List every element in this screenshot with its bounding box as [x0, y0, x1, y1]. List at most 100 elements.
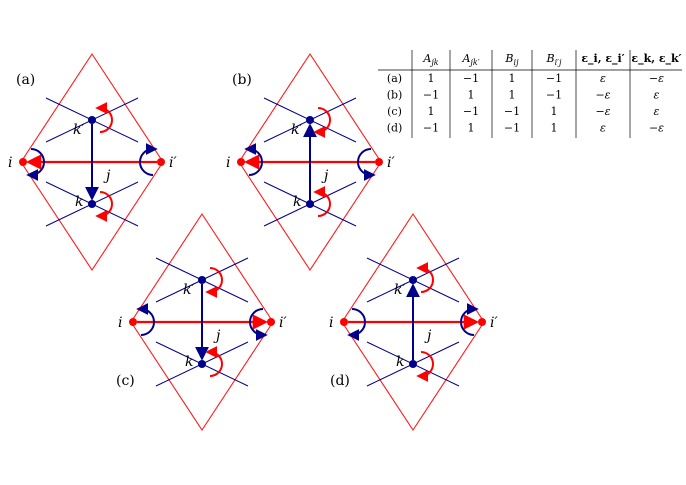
- blue-arc-i-prime: [460, 303, 479, 336]
- label-j: j: [424, 328, 432, 344]
- label-i-prime: i′: [169, 155, 177, 171]
- node-k: [198, 360, 206, 368]
- label-k: k: [293, 194, 301, 210]
- label-k-prime: k′: [73, 122, 85, 138]
- panel-a: i i′ j k′ k (a): [8, 52, 177, 272]
- table-cell: 1: [428, 105, 435, 118]
- table-header: Bij: [504, 52, 519, 67]
- node-i: [129, 318, 137, 326]
- red-arc-k: [313, 186, 331, 217]
- node-k: [306, 200, 314, 208]
- table-cell: −1: [423, 89, 439, 102]
- coefficient-table: Ajk Ajk′ Bij Bi′j ε_i, ε_i′ ε_k, ε_k′ (a) 1 −1 1 −…: [378, 50, 682, 138]
- panel-label: (d): [330, 373, 350, 389]
- blue-arc-i: [347, 308, 366, 341]
- node-i: [340, 318, 348, 326]
- table-cell: −1: [546, 72, 562, 85]
- table-header: Ajk: [422, 52, 438, 67]
- blue-arc-i-prime: [249, 308, 268, 341]
- label-k-prime: k′: [291, 122, 303, 138]
- blue-arc-i: [244, 143, 263, 176]
- panel-b: i i′ j k′ k (b): [226, 52, 395, 272]
- table-header: ε_i, ε_i′: [581, 52, 624, 66]
- red-arc-k: [205, 346, 223, 377]
- table-cell: 1: [509, 72, 516, 85]
- diamond-outline: [20, 52, 164, 272]
- node-i-prime: [375, 158, 383, 166]
- label-k: k: [75, 194, 83, 210]
- table-cell: 1: [509, 89, 516, 102]
- panel-label: (a): [16, 72, 35, 88]
- node-i: [19, 158, 27, 166]
- label-i: i: [329, 315, 333, 331]
- panel-c: i i′ j k′ k (c): [116, 212, 287, 432]
- node-k-prime: [306, 116, 314, 124]
- diamond-outline: [238, 52, 382, 272]
- table-cell: −1: [504, 122, 520, 135]
- table-cell: 1: [428, 72, 435, 85]
- label-j: j: [213, 328, 221, 344]
- label-i-prime: i′: [279, 315, 287, 331]
- table-cell: −ε: [649, 122, 664, 135]
- blue-arc-i: [26, 148, 45, 181]
- table-cell: −1: [463, 105, 479, 118]
- diamond-outline: [130, 212, 274, 432]
- label-k: k: [396, 354, 404, 370]
- label-i-prime: i′: [387, 155, 395, 171]
- table-cell: ε: [600, 72, 606, 85]
- table-row-label: (c): [387, 105, 402, 118]
- table-cell: 1: [551, 122, 558, 135]
- node-i-prime: [157, 158, 165, 166]
- table-cell: 1: [468, 89, 475, 102]
- label-k-prime: k′: [394, 282, 406, 298]
- table-cell: −1: [423, 122, 439, 135]
- node-k-prime: [198, 276, 206, 284]
- table-cell: ε: [600, 122, 606, 135]
- red-arc-k-prime: [313, 107, 331, 138]
- label-i: i: [226, 155, 230, 171]
- table-row-label: (a): [387, 72, 402, 85]
- label-i: i: [118, 315, 122, 331]
- node-k-prime: [88, 116, 96, 124]
- table-cell: −1: [463, 72, 479, 85]
- label-j: j: [321, 168, 329, 184]
- table-cell: −ε: [595, 105, 610, 118]
- table-cell: −ε: [649, 72, 664, 85]
- node-k-prime: [409, 276, 417, 284]
- panel-label: (c): [116, 373, 135, 389]
- node-i-prime: [478, 318, 486, 326]
- table-cell: −1: [546, 89, 562, 102]
- label-i-prime: i′: [490, 315, 498, 331]
- node-i: [237, 158, 245, 166]
- table-cell: 1: [468, 122, 475, 135]
- red-arc-k: [416, 351, 434, 382]
- red-arc-k-prime: [205, 267, 223, 298]
- table-header: Bi′j: [546, 52, 562, 67]
- label-i: i: [8, 155, 12, 171]
- table-header: Ajk′: [461, 52, 479, 67]
- table-row-label: (b): [387, 89, 403, 102]
- table-cell: 1: [551, 105, 558, 118]
- table-cell: −ε: [595, 89, 610, 102]
- table-cell: ε: [654, 89, 660, 102]
- diamond-outline: [341, 212, 485, 432]
- table-cell: ε: [654, 105, 660, 118]
- red-arc-k-prime: [416, 262, 434, 293]
- label-k-prime: k′: [183, 282, 195, 298]
- blue-arc-i-prime: [139, 143, 158, 176]
- blue-arc-i-prime: [357, 148, 376, 181]
- panels-layer: i i′ j k′ k (a) i i′ j k′ k (b) i i′ j k′ k (c) i i′ j k′ k (d): [8, 52, 498, 432]
- panel-label: (b): [232, 72, 252, 88]
- table-cell: −1: [504, 105, 520, 118]
- label-k: k: [185, 354, 193, 370]
- red-arc-k: [95, 191, 113, 222]
- label-j: j: [103, 168, 111, 184]
- node-k: [409, 360, 417, 368]
- panel-d: i i′ j k′ k (d): [329, 212, 498, 432]
- table-header: ε_k, ε_k′: [631, 52, 681, 66]
- red-arc-k-prime: [95, 102, 113, 133]
- table-row-label: (d): [387, 122, 403, 135]
- blue-arc-i: [136, 303, 155, 336]
- node-k: [88, 200, 96, 208]
